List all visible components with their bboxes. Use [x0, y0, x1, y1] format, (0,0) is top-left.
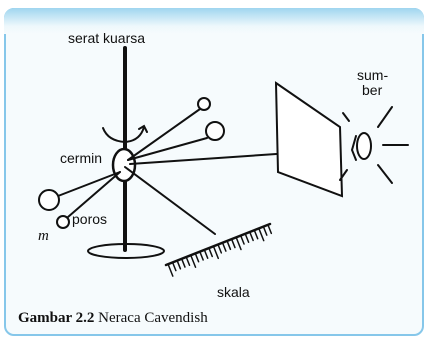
- scale-tick: [230, 238, 236, 249]
- scale-tick: [239, 234, 245, 245]
- scale-tick: [203, 249, 209, 259]
- scale-label: skala: [217, 284, 250, 300]
- source-label-line2: ber: [362, 82, 383, 98]
- scale-ruler: [164, 222, 273, 277]
- figure-caption: Gambar 2.2 Neraca Cavendish: [18, 310, 208, 327]
- rotation-arrowhead: [138, 124, 148, 133]
- mass-label: m: [38, 228, 49, 244]
- scale-tick: [226, 240, 232, 251]
- scale-line: [124, 166, 216, 235]
- scale-tick: [176, 259, 182, 270]
- large-ball-upper: [205, 121, 225, 141]
- scale-tick: [221, 241, 227, 252]
- scale-tick: [262, 226, 268, 236]
- small-ball-lower: [56, 215, 70, 229]
- figure-frame: [4, 8, 424, 336]
- arm-upper: [127, 108, 201, 161]
- scale-tick: [180, 257, 186, 268]
- scale-tick: [199, 250, 204, 261]
- arm-lower: [67, 171, 121, 218]
- axis-label: poros: [72, 211, 107, 227]
- scale-tick: [217, 243, 223, 254]
- rotation-arrow: [102, 126, 145, 144]
- source-bracket: [350, 135, 357, 161]
- fiber-label: serat kuarsa: [68, 30, 145, 46]
- scale-tick: [258, 227, 265, 242]
- scale-tick: [171, 261, 177, 272]
- arm-right: [127, 137, 208, 161]
- source-rays: [339, 106, 409, 184]
- scale-tick: [208, 247, 213, 258]
- figure-number: Gambar 2.2: [18, 310, 95, 326]
- scale-tick: [185, 256, 191, 267]
- base-ellipse: [87, 243, 165, 259]
- scale-tick: [189, 254, 197, 268]
- scale-tick: [249, 231, 254, 242]
- arm-lower-left: [57, 171, 121, 197]
- figure-frame-header: [4, 8, 424, 34]
- scale-tick: [212, 245, 220, 260]
- figure-title: Neraca Cavendish: [98, 310, 208, 326]
- small-ball-upper: [197, 97, 211, 111]
- scale-tick: [253, 229, 259, 240]
- scale-tick: [244, 233, 250, 243]
- source-lamp: [356, 132, 372, 160]
- scale-tick: [194, 252, 200, 263]
- large-ball-lower: [38, 189, 60, 211]
- scale-tick: [267, 224, 273, 235]
- scale-tick: [235, 236, 242, 251]
- scale-tick: [167, 263, 174, 277]
- screen-panel: [274, 81, 344, 198]
- mirror-label: cermin: [60, 150, 102, 166]
- source-label-line1: sum-: [357, 67, 388, 83]
